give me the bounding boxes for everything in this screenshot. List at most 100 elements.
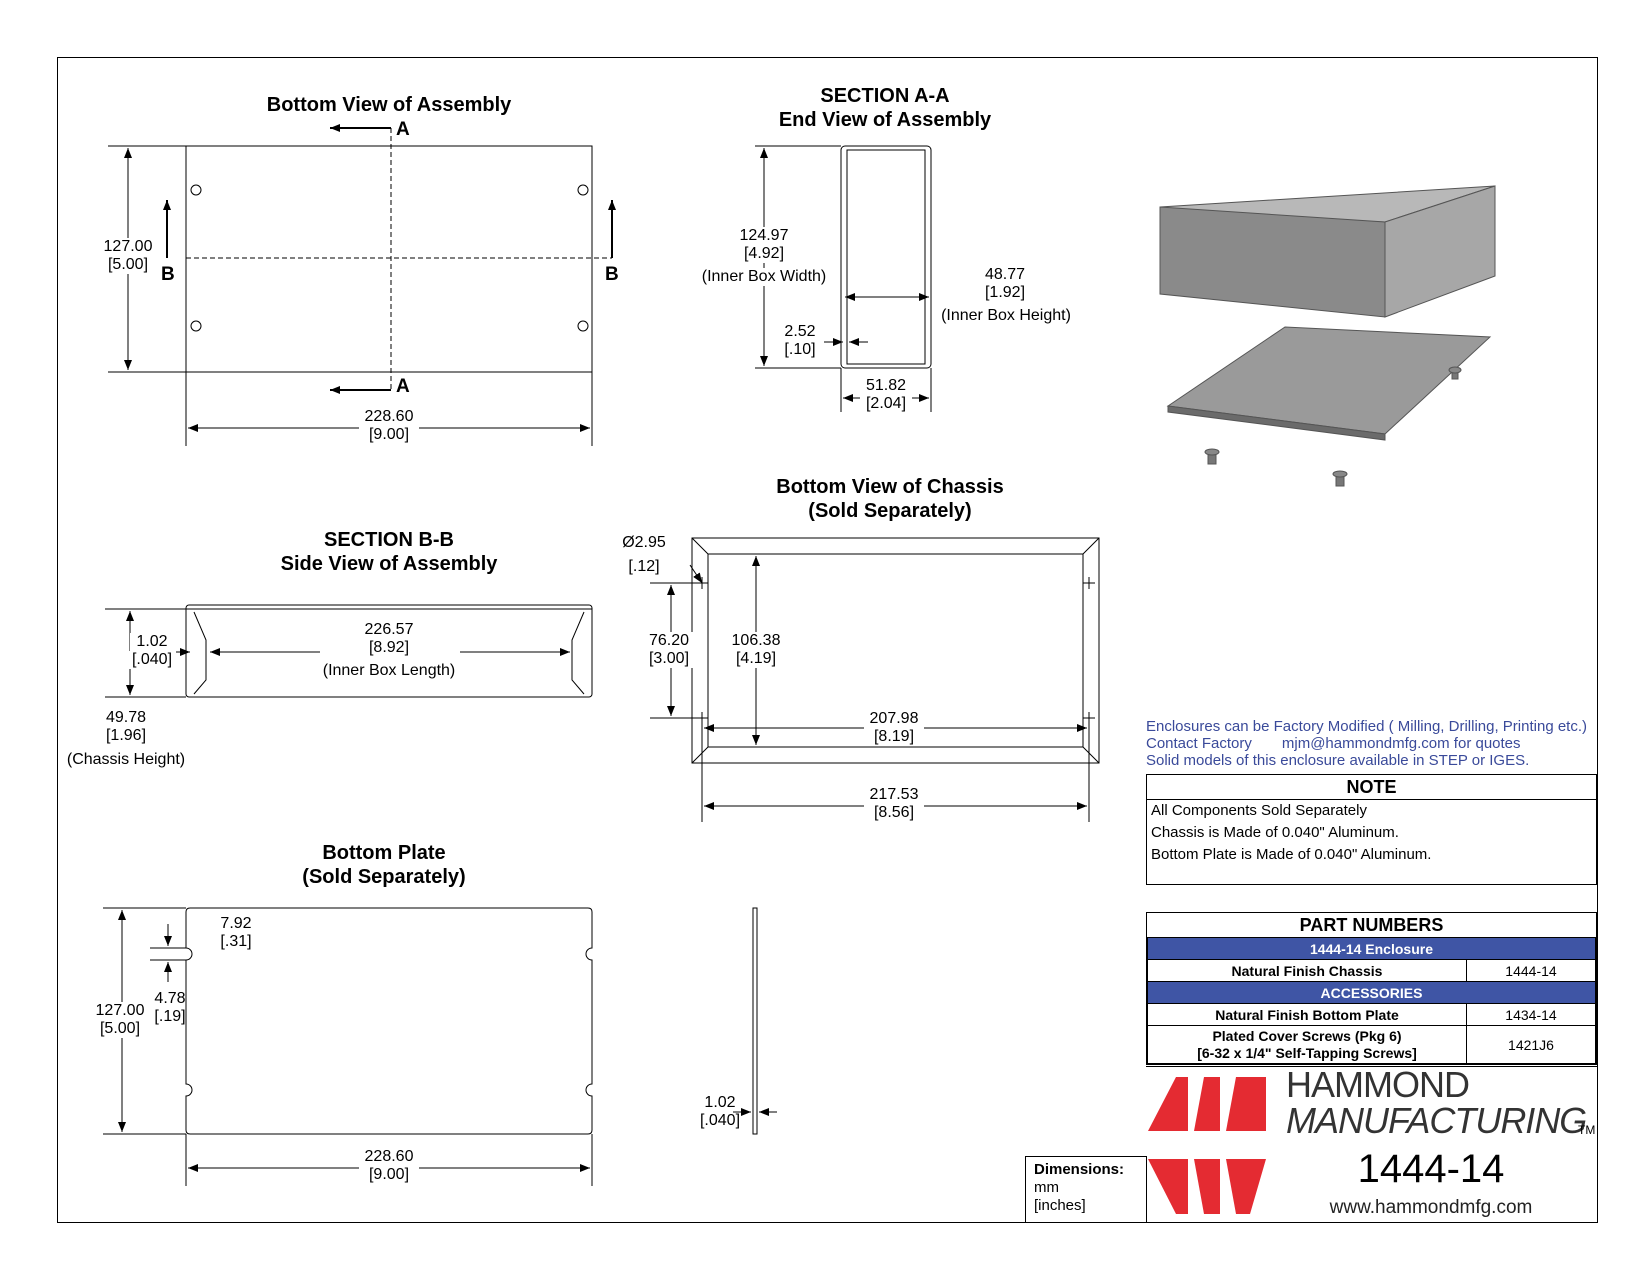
plate-desc: Natural Finish Bottom Plate [1147,1003,1467,1026]
dim-inner-height-mm: 48.77 [984,266,1026,283]
dim-plate-width-mm: 228.60 [359,1148,419,1166]
dim-inner-h-mm: 106.38 [727,632,785,650]
info-contact: Contact Factory mjm@hammondmfg.com for qu… [1146,735,1587,752]
dim-inner-width-label: (Inner Box Width) [699,268,829,286]
note-line: All Components Sold Separately [1151,802,1367,819]
dim-notch-mm: 7.92 [216,915,256,933]
brand-name: HAMMOND [1286,1064,1470,1105]
dim-inner-width-in: [4.92] [734,245,794,263]
info-email[interactable]: mjm@hammondmfg.com for quotes [1281,735,1521,752]
screw-hole [190,320,202,332]
dim-hole-len-mm: 207.98 [864,710,924,728]
dim-hole-spacing-in: [3.00] [644,650,694,668]
dim-inner-h-in: [4.19] [727,650,785,668]
section-aa-title: SECTION A-A [820,85,950,107]
part-numbers-table: PART NUMBERS 1444-14 Enclosure Natural F… [1146,912,1597,1065]
dim-notch-w-in: [.19] [154,1008,186,1025]
dim-inner-height-label: (Inner Box Height) [941,307,1071,324]
note-heading: NOTE [1147,775,1596,800]
bottom-plate-title: Bottom Plate [322,842,446,864]
section-aa-outline [840,145,932,369]
dim-thick-in: [.040] [128,651,176,669]
dim-inner-height-in: [1.92] [984,284,1026,301]
dimensions-unit-in: [inches] [1034,1197,1086,1214]
info-models: Solid models of this enclosure available… [1146,752,1530,769]
dim-hole-mm: Ø2.95 [618,534,670,552]
screws-desc: Plated Cover Screws (Pkg 6)[6-32 x 1/4" … [1147,1025,1467,1064]
dim-thick-mm: 1.02 [130,633,174,651]
dim-flange-mm: 2.52 [776,323,824,341]
screws-desc-line: [6-32 x 1/4" Self-Tapping Screws] [1197,1044,1417,1061]
enclosure-group-row: 1444-14 Enclosure [1147,937,1596,960]
dim-flange-in: [.10] [776,341,824,359]
section-bb-title: SECTION B-B [324,529,454,551]
screws-pn: 1421J6 [1466,1025,1596,1064]
info-block: Enclosures can be Factory Modified ( Mil… [1146,718,1587,769]
dim-inner-len-in: [8.92] [359,639,419,657]
dim-outer-len-mm: 217.53 [864,786,924,804]
dim-hole-spacing-mm: 76.20 [644,632,694,650]
bottom-view-title: Bottom View of Assembly [266,94,512,116]
dim-plate-thick-mm: 1.02 [704,1094,736,1111]
chassis-subtitle: (Sold Separately) [808,500,972,522]
chassis-title: Bottom View of Chassis [776,476,1004,498]
dim-height-in: [5.00] [98,256,158,274]
section-a-label: A [396,376,410,397]
dim-outer-len-in: [8.56] [864,804,924,822]
dim-chassis-h-in: [1.96] [96,727,156,745]
note-box: NOTE All Components Sold Separately Chas… [1146,774,1597,885]
plate-pn: 1434-14 [1466,1003,1596,1026]
dimensions-unit-mm: mm [1034,1179,1059,1196]
screw-hole [190,184,202,196]
plate-edge-view [752,907,758,1135]
dim-width-mm: 228.60 [359,408,419,426]
dim-inner-width-mm: 124.97 [734,227,794,245]
chassis-desc: Natural Finish Chassis [1147,959,1467,982]
screws-desc-line: Plated Cover Screws (Pkg 6) [1212,1027,1402,1044]
part-number-title: 1444-14 [1357,1147,1505,1191]
bottom-plate-outline [185,907,593,1135]
dim-chassis-h-label: (Chassis Height) [61,751,191,769]
dim-inner-len-label: (Inner Box Length) [314,662,464,680]
note-line: Chassis is Made of 0.040" Aluminum. [1151,824,1399,841]
note-line: Bottom Plate is Made of 0.040" Aluminum. [1151,846,1432,863]
dim-width-in: [9.00] [359,426,419,444]
isometric-render [1159,185,1496,487]
section-aa-subtitle: End View of Assembly [778,109,992,131]
dim-hole-in: [.12] [622,558,666,576]
dim-inner-len-mm: 226.57 [359,621,419,639]
section-b-label: B [161,264,175,285]
dim-outer-in: [2.04] [860,395,912,413]
dim-plate-width-in: [9.00] [359,1166,419,1184]
section-bb-subtitle: Side View of Assembly [280,553,498,575]
drawing-frame [57,57,1598,1223]
screw-hole [577,184,589,196]
hammond-logo-icon [1148,1077,1266,1214]
dim-notch-in: [.31] [216,933,256,951]
dim-plate-thick-in: [.040] [699,1112,741,1129]
dim-plate-height-in: [5.00] [92,1020,148,1038]
dim-chassis-h-mm: 49.78 [96,709,156,727]
section-a-label: A [396,119,410,140]
bottom-view-outline [185,145,593,373]
trademark-mark: TM [1578,1123,1596,1137]
title-block: HAMMOND MANUFACTURING TM 1444-14 www.ham… [1146,1066,1598,1223]
part-numbers-heading: PART NUMBERS [1299,915,1444,935]
section-b-label: B [605,264,619,285]
chassis-pn: 1444-14 [1466,959,1596,982]
accessories-group-row: ACCESSORIES [1147,981,1596,1004]
dimensions-label: Dimensions: [1034,1161,1125,1178]
info-modified: Enclosures can be Factory Modified ( Mil… [1146,718,1587,735]
website-link[interactable]: www.hammondmfg.com [1329,1197,1533,1218]
dim-hole-len-in: [8.19] [864,728,924,746]
screw-hole [577,320,589,332]
info-contact-label: Contact Factory [1146,735,1252,752]
dim-notch-w-mm: 4.78 [154,990,186,1007]
dim-outer-mm: 51.82 [860,377,912,395]
bottom-plate-subtitle: (Sold Separately) [302,866,466,888]
brand-name-line2: MANUFACTURING [1286,1100,1587,1141]
dim-height-mm: 127.00 [98,238,158,256]
dimensions-box: Dimensions: mm [inches] [1025,1156,1147,1223]
dim-plate-height-mm: 127.00 [92,1002,148,1020]
